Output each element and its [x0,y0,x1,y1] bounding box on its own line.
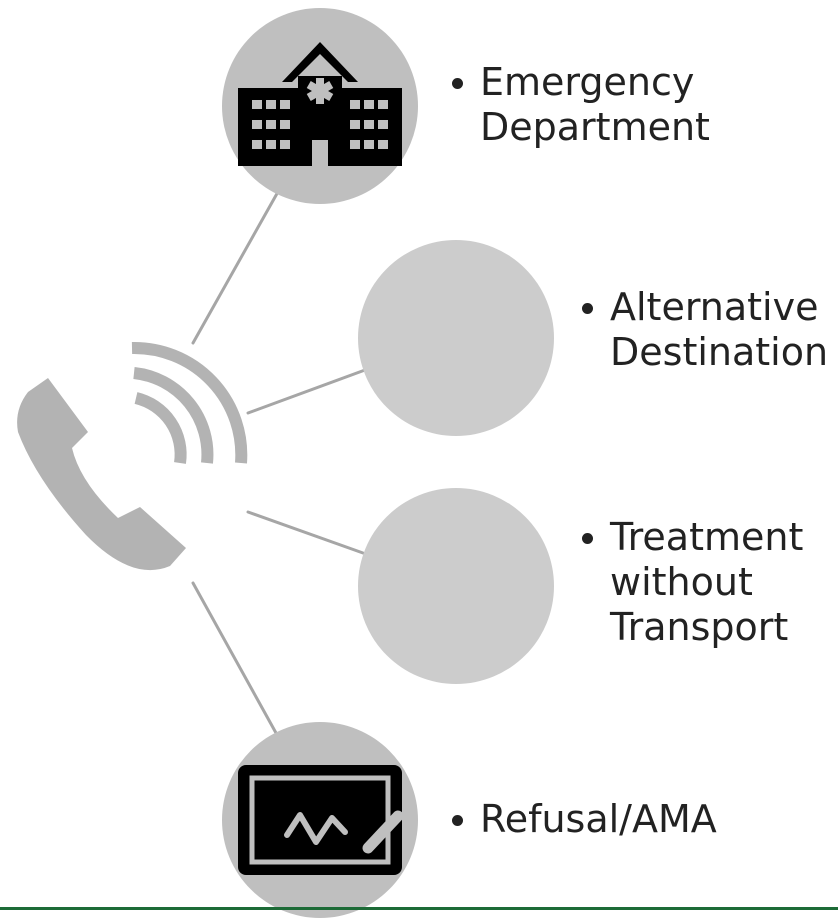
label-line: Alternative [610,285,819,329]
bullet-dot [582,303,593,314]
label-line: without [610,560,753,604]
signal-waves [131,341,248,464]
circle-alternative-destination [358,240,554,436]
bullet-alternative-destination: Alternative Destination [582,285,828,375]
label-line: Refusal/AMA [480,797,717,841]
connectors [191,188,367,744]
handset [17,378,186,571]
bullet-dot [452,78,463,89]
bullet-dot [452,815,463,826]
label-line: Department [480,105,710,149]
bullet-refusal-ama: Refusal/AMA [452,797,717,842]
label-line: Treatment [610,515,804,559]
node-refusal-ama [222,722,418,918]
node-treatment-without-transport [358,488,554,684]
circle-treatment-without-transport [358,488,554,684]
connector-emergency-department [191,188,281,345]
hospital-icon [238,42,402,166]
label-line: Transport [610,605,789,649]
phone-ringing-icon [17,341,248,571]
node-emergency-department [222,8,418,204]
footer-rule [0,907,838,910]
connector-refusal-ama [191,581,283,744]
star-of-life-icon [306,78,334,104]
label-line: Emergency [480,60,695,104]
bullet-treatment-without-transport: Treatment without Transport [582,515,803,650]
bullet-dot [582,533,593,544]
connector-treatment-without-transport [246,510,365,555]
label-line: Destination [610,330,829,374]
signature-pad-icon [238,765,404,875]
connector-alternative-destination [246,368,367,415]
bullet-emergency-department: Emergency Department [452,60,710,150]
node-alternative-destination [358,240,554,436]
